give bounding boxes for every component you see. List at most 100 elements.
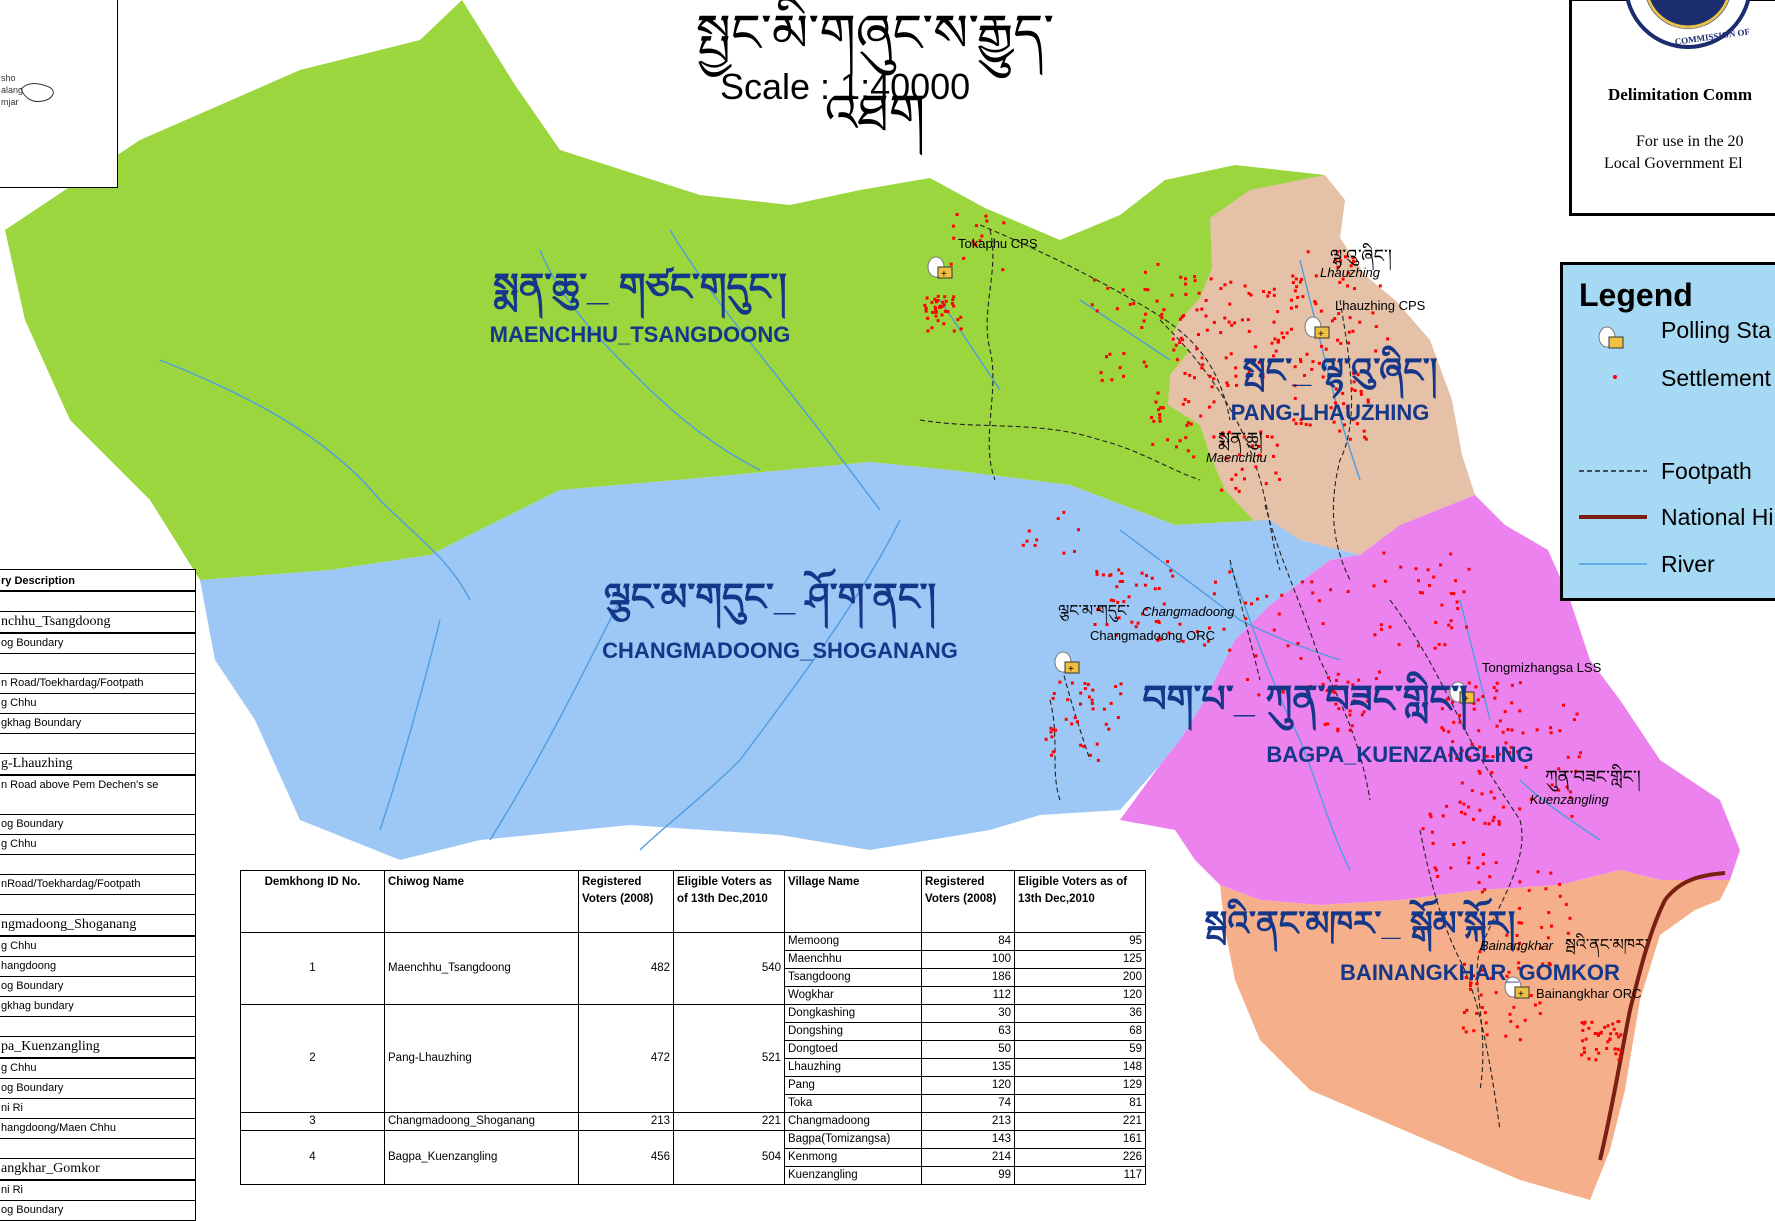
village-name-cell: Kuenzangling (784, 1166, 922, 1185)
settlement-dot (1470, 742, 1474, 746)
settlement-dot (1212, 320, 1216, 324)
legend-symbols (1579, 326, 1647, 565)
settlement-dot (1142, 360, 1146, 364)
settlement-dot (1329, 588, 1333, 592)
settlement-dot (1257, 444, 1261, 448)
inset-label: mjar (1, 97, 19, 107)
village-name-cell: Wogkhar (784, 986, 922, 1005)
svg-text:+: + (1518, 989, 1524, 1000)
settlement-dot (1237, 489, 1241, 493)
settlement-dot (1095, 742, 1099, 746)
settlement-dot (1458, 720, 1462, 724)
settlement-dot (1050, 735, 1054, 739)
settlement-dot (1362, 710, 1366, 714)
settlement-dot (1479, 993, 1483, 997)
village-name-cell: Kenmong (784, 1148, 922, 1167)
settlement-dot (1373, 633, 1377, 637)
settlement-dot (950, 302, 954, 305)
settlement-dot (1477, 769, 1481, 773)
settlement-dot (1336, 338, 1340, 342)
settlement-dot (1187, 400, 1191, 404)
settlement-dot (1611, 1022, 1615, 1026)
settlement-dot (1510, 683, 1514, 687)
village-eligible-cell: 68 (1014, 1022, 1146, 1041)
settlement-dot (1002, 221, 1006, 225)
settlement-dot (1469, 987, 1472, 991)
settlement-dot (1335, 678, 1338, 682)
settlement-dot (1345, 702, 1348, 706)
settlement-dot (1379, 627, 1383, 631)
settlement-dot (1210, 385, 1214, 389)
settlement-dot (1154, 400, 1158, 404)
settlement-dot (1051, 696, 1055, 700)
settlement-dot (1366, 398, 1370, 402)
boundary-row: n Road/Toekhardag/Footpath (0, 674, 195, 694)
rivers (159, 229, 1601, 871)
settlement-dot (940, 313, 944, 317)
settlement-dot (1616, 1047, 1620, 1051)
settlement-dot (1070, 722, 1074, 726)
settlement-dot (1508, 1012, 1512, 1016)
settlement-dot (1234, 366, 1238, 370)
settlement-dot (1429, 815, 1433, 819)
authority-name: Delimitation Comm (1608, 85, 1753, 104)
settlement-dot (1549, 871, 1553, 875)
settlement-dot (1432, 575, 1436, 579)
settlement-dot (1518, 906, 1521, 910)
settlement-dot (1562, 703, 1565, 707)
place-label: Bainangkhar ORC (1536, 986, 1642, 1001)
settlement-dot (1247, 329, 1251, 333)
svg-text:+: + (1463, 694, 1469, 705)
settlement-dot (1188, 373, 1192, 377)
settlement-dot (1580, 1053, 1584, 1057)
settlement-dot (1270, 435, 1274, 439)
settlement-dot (1377, 670, 1381, 674)
settlement-dot (1119, 682, 1123, 686)
settlement-dot (1096, 608, 1100, 612)
column-header: Village Name (784, 870, 922, 933)
settlement-dot (1447, 730, 1451, 734)
settlement-dot (1152, 419, 1156, 423)
settlement-dot (1178, 341, 1182, 344)
settlement-dot (1052, 728, 1056, 732)
settlement-dot (1101, 573, 1105, 577)
settlement-dot (1272, 320, 1276, 324)
settlement-dot (1359, 389, 1363, 393)
village-name-cell: Changmadoong (784, 1112, 922, 1131)
settlement-dot (1464, 976, 1468, 980)
settlement-dot (1493, 696, 1497, 700)
settlement-dot (1083, 687, 1087, 691)
settlement-dot (1343, 423, 1346, 427)
settlement-dot (933, 305, 937, 309)
settlement-dot (1250, 602, 1254, 606)
settlement-dot (1483, 821, 1487, 825)
settlement-dot (1443, 643, 1447, 647)
settlement-dot (1314, 302, 1318, 306)
settlement-dot (1161, 406, 1165, 410)
place-label: Tokaphu CPS (958, 236, 1038, 251)
settlement-dot (1327, 676, 1330, 680)
village-name-cell: Tsangdoong (784, 968, 922, 987)
legend-item-national-highway: National Hi (1661, 504, 1774, 530)
settlement-dot (1568, 796, 1572, 800)
region-bagpa-kuenzangling (1120, 495, 1740, 905)
settlement-dot (1461, 1026, 1465, 1030)
chiwog-cell-registered: 472 (578, 1004, 674, 1113)
settlement-dot (1334, 387, 1338, 391)
settlement-dot (1127, 595, 1131, 599)
polling-station-icon: + (1304, 316, 1330, 340)
settlement-dot (1619, 1033, 1623, 1037)
settlement-dot (1348, 713, 1352, 717)
settlement-dot (1338, 429, 1342, 433)
settlement-dot (1303, 374, 1306, 377)
settlement-dot (1064, 717, 1068, 721)
settlement-dot (1577, 755, 1581, 759)
chiwog-cell-eligible: 221 (673, 1112, 785, 1131)
chiwog-labels: སྨན་ཆུ་_ གཙང་གདུང་། MAENCHHU_TSANGDOONG … (490, 266, 1620, 985)
settlement-dot (1116, 716, 1120, 719)
settlement-dot (1477, 729, 1481, 733)
settlement-dot (1337, 707, 1341, 711)
settlement-dot (1192, 455, 1196, 459)
settlement-dot (1021, 543, 1025, 547)
settlement-dot (1293, 289, 1297, 293)
